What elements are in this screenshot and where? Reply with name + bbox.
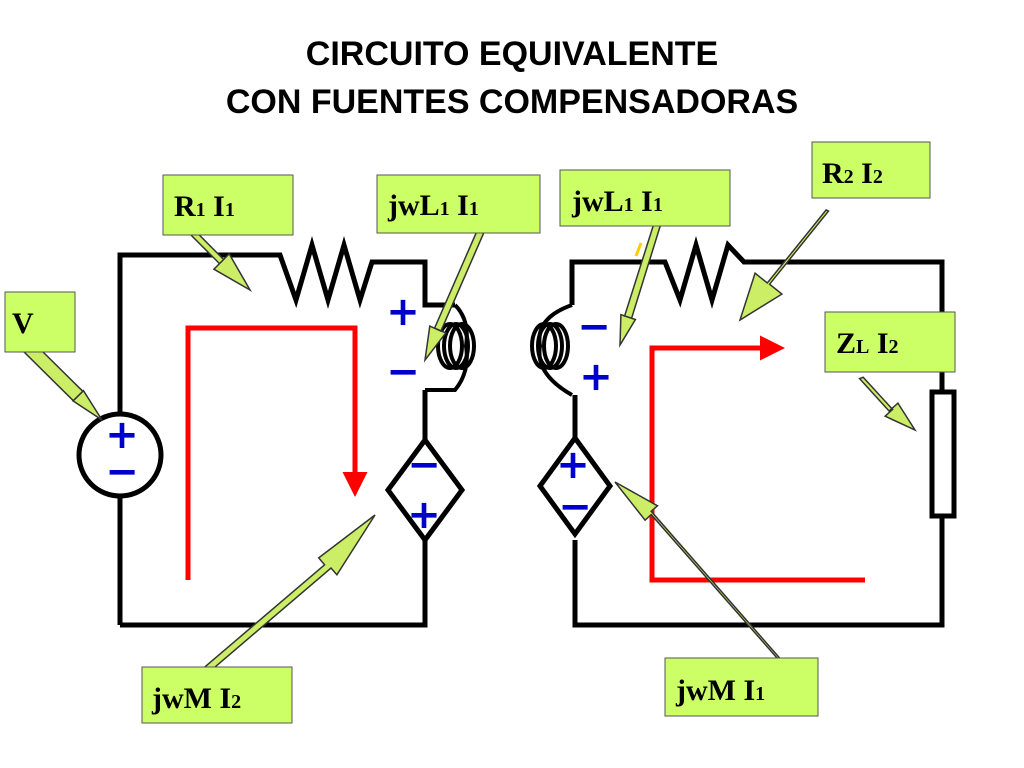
resistor-r1	[265, 236, 455, 309]
dep-left-plus: +	[407, 492, 441, 538]
right-circuit	[569, 236, 957, 628]
pointer-arrow-jwm-i1	[614, 481, 784, 667]
label-zl-mid: I	[869, 327, 888, 360]
label-r2-sub1: 2	[844, 166, 854, 188]
label-r1-main: R	[174, 190, 196, 223]
dep-right-plus: +	[556, 442, 590, 488]
label-jwm-i1-sub: 1	[755, 683, 765, 705]
svg-text:jwL1 I1: jwL1 I1	[387, 189, 479, 222]
label-zl-sub2: 2	[889, 336, 899, 358]
r2-marker	[634, 242, 643, 257]
label-zl-main: Z	[836, 327, 856, 360]
current-arrow-i1	[185, 325, 368, 580]
pointer-arrow-jwm-i2	[189, 514, 376, 684]
svg-text:jwM I2: jwM I2	[151, 682, 241, 715]
label-r2-mid: I	[854, 157, 873, 190]
pointer-arrow-jwl1-right	[619, 223, 662, 348]
dep-right-minus: −	[558, 484, 592, 530]
coil-left-plus: +	[386, 289, 420, 335]
label-r1-mid: I	[206, 190, 225, 223]
label-r1-sub1: 1	[196, 199, 206, 221]
label-jwm-i2: jwM I2	[141, 666, 293, 724]
source-plus: +	[105, 412, 139, 458]
pointer-arrow-jwl1-left	[423, 222, 488, 363]
label-v: V	[4, 291, 76, 353]
label-v-text: V	[12, 307, 34, 340]
label-jwl1-left-main: jwL	[387, 189, 440, 222]
svg-text:R2 I2: R2 I2	[822, 157, 883, 190]
diagram-title-line2: CON FUENTES COMPENSADORAS	[225, 83, 799, 121]
label-r2-main: R	[822, 157, 844, 190]
right-top-wire	[569, 259, 655, 305]
voltage-source: + −	[76, 411, 164, 499]
dependent-source-jwm-i1: + −	[536, 433, 614, 539]
coil-l2	[530, 303, 573, 397]
load-zl	[929, 389, 957, 519]
label-jwl1-right-sub2: 1	[653, 194, 663, 216]
label-jwm-i2-sub: 2	[231, 691, 241, 713]
label-r1-sub2: 1	[225, 199, 235, 221]
coil-l1	[425, 303, 476, 392]
label-jwl1-right-mid: I	[634, 185, 653, 218]
right-bottom-wire	[572, 516, 945, 628]
label-zl-sub1: L	[856, 336, 869, 358]
dep-left-minus: −	[407, 442, 441, 488]
coil-right-plus: +	[579, 354, 613, 400]
label-zl-i2: ZL I2	[824, 311, 956, 373]
diagram-title-line1: CIRCUITO EQUIVALENTE	[305, 35, 719, 73]
coil-left-minus: −	[386, 349, 420, 395]
label-jwl1-right-sub1: 1	[624, 194, 634, 216]
label-r2-i2: R2 I2	[811, 141, 931, 199]
pointer-arrow-zl	[858, 376, 918, 432]
label-r2-sub2: 2	[873, 166, 883, 188]
resistor-r2	[655, 236, 945, 392]
svg-text:jwM I1: jwM I1	[675, 674, 765, 707]
label-jwl1-left-mid: I	[450, 189, 469, 222]
label-jwl1-left-sub1: 1	[440, 198, 450, 220]
label-jwm-i1-main: jwM I	[675, 674, 755, 707]
current-arrow-i2	[649, 335, 865, 583]
label-jwl1-left-sub2: 1	[469, 198, 479, 220]
svg-text:jwL1 I1: jwL1 I1	[571, 185, 663, 218]
label-jwm-i2-main: jwM I	[151, 682, 231, 715]
svg-text:ZL I2: ZL I2	[836, 327, 899, 360]
source-minus: −	[105, 449, 139, 495]
label-jwl1-i1-left: jwL1 I1	[376, 174, 541, 234]
coil-right-minus: −	[577, 304, 611, 350]
left-bottom-wire	[120, 540, 428, 628]
label-jwl1-right-main: jwL	[571, 185, 624, 218]
pointer-arrow-r2	[738, 208, 830, 322]
pointer-arrow-r1	[185, 225, 253, 293]
label-r1-i1: R1 I1	[162, 174, 294, 236]
svg-text:R1 I1: R1 I1	[174, 190, 235, 223]
label-jwm-i1: jwM I1	[664, 657, 819, 717]
pointer-arrow-v	[19, 338, 103, 421]
dependent-source-jwm-i2: − +	[384, 435, 466, 545]
label-jwl1-i1-right: jwL1 I1	[559, 169, 731, 227]
